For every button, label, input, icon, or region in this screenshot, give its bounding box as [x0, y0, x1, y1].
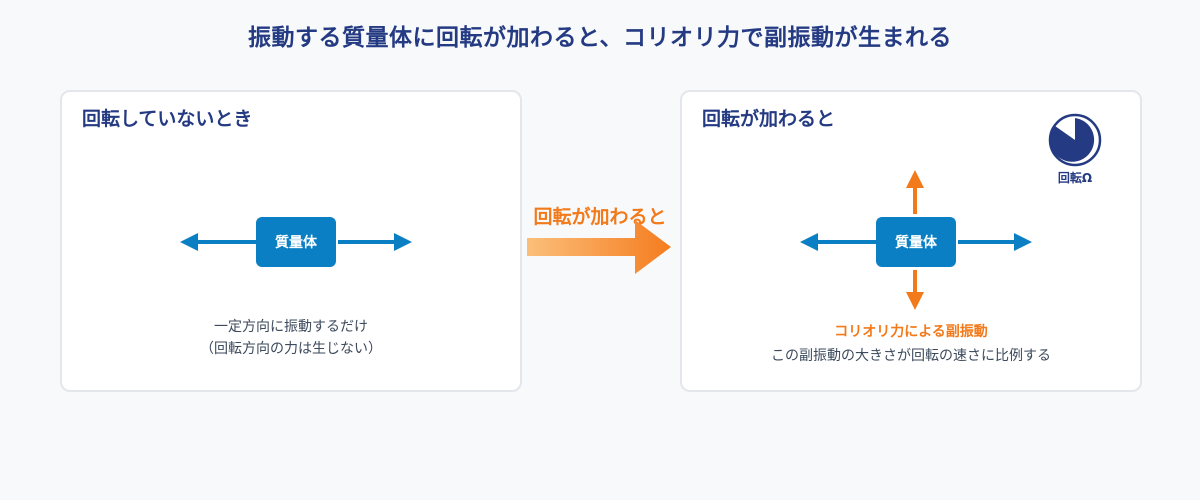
panel-with-rotation-heading: 回転が加わると	[702, 108, 836, 130]
transition-label: 回転が加わると	[533, 206, 667, 228]
transition-arrow-icon	[527, 220, 671, 274]
right-arrow-right	[958, 233, 1032, 251]
coriolis-arrow-up	[906, 170, 924, 214]
left-oscillation-arrows	[180, 233, 412, 251]
panel-no-rotation-heading: 回転していないとき	[82, 108, 253, 130]
left-mass-block: 質量体	[256, 217, 336, 267]
diagram-title: 振動する質量体に回転が加わると、コリオリ力で副振動が生まれる	[247, 25, 953, 51]
coriolis-arrow-down	[906, 270, 924, 310]
panel-with-rotation: 回転が加わると 質量体 回転Ω コリオリ力による副振動 この副振動の大きさが回転…	[680, 90, 1142, 392]
panel-no-rotation: 回転していないとき 質量体 一定方向に振動するだけ （回転方向の力は生じない）	[60, 90, 522, 392]
left-arrow-left	[180, 233, 256, 251]
coriolis-caption: コリオリ力による副振動	[834, 324, 988, 340]
right-oscillation-arrows	[800, 113, 1102, 310]
rotation-label: 回転Ω	[1057, 171, 1093, 185]
right-arrow-left	[800, 233, 876, 251]
left-caption-line2: （回転方向の力は生じない）	[200, 341, 382, 357]
left-caption-line1: 一定方向に振動するだけ	[214, 319, 368, 335]
right-mass-block: 質量体	[876, 217, 956, 267]
left-arrow-right	[338, 233, 412, 251]
rotation-icon	[1048, 113, 1102, 167]
proportional-note: この副振動の大きさが回転の速さに比例する	[771, 348, 1051, 364]
